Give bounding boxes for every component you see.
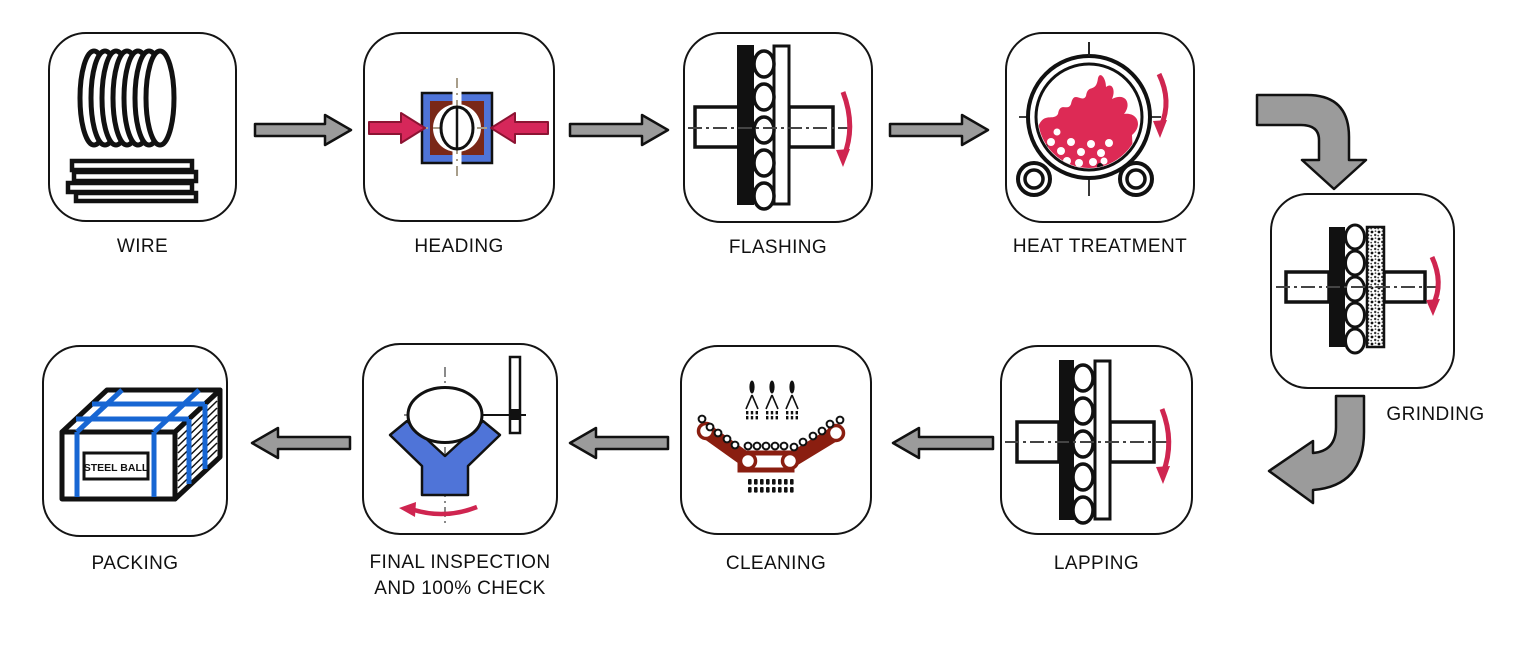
step-grinding-label: GRINDING: [1386, 404, 1485, 425]
step-heading-box: [363, 32, 555, 222]
spray-nozzles-icon: [745, 380, 799, 420]
crate-label-text: STEEL BALL: [84, 462, 149, 474]
step-grinding-box: [1270, 193, 1455, 389]
arrow-cleaning-to-inspection-icon: [568, 426, 670, 460]
step-cleaning-box: [680, 345, 872, 535]
step-lapping-label: LAPPING: [1053, 553, 1140, 574]
heading-die-icon: [368, 78, 549, 180]
arrow-heat-to-grinding-icon: [1255, 93, 1368, 191]
step-final-inspection-label: FINAL INSPECTION AND 100% CHECK: [342, 550, 578, 602]
step-cleaning-label: CLEANING: [725, 553, 827, 574]
lapping-machine-icon: [1005, 359, 1172, 525]
step-final-inspection-box: [362, 343, 558, 535]
grinding-machine-icon: [1276, 223, 1441, 355]
arrow-flashing-to-heat-icon: [888, 113, 990, 147]
heat-treatment-drum-icon: [1016, 42, 1169, 197]
arrow-heading-to-flashing-icon: [568, 113, 670, 147]
inspection-gauge-icon: [388, 355, 526, 525]
packing-crate-icon: STEEL BALL: [59, 387, 223, 502]
arrow-grinding-to-lapping-icon: [1267, 394, 1366, 505]
step-wire-box: [48, 32, 237, 222]
press-arrow-right-icon: [490, 112, 549, 144]
final-inspection-label-line1: FINAL INSPECTION: [369, 552, 551, 573]
step-packing-box: STEEL BALL: [42, 345, 228, 537]
step-heading-label: HEADING: [414, 236, 504, 257]
step-heat-treatment-box: [1005, 32, 1195, 223]
press-arrow-left-icon: [368, 112, 426, 144]
step-lapping-box: [1000, 345, 1193, 535]
packing-straps: [74, 388, 208, 497]
arrow-inspection-to-packing-icon: [250, 426, 352, 460]
final-inspection-label-line2: AND 100% CHECK: [374, 578, 546, 599]
step-packing-label: PACKING: [91, 553, 179, 574]
step-flashing-box: [683, 32, 873, 223]
flashing-machine-icon: [688, 44, 853, 211]
arrow-wire-to-heading-icon: [253, 113, 353, 147]
wire-coil-icon: [65, 48, 199, 204]
step-flashing-label: FLASHING: [728, 237, 828, 258]
step-heat-treatment-label: HEAT TREATMENT: [1012, 236, 1188, 257]
step-wire-label: WIRE: [116, 236, 169, 257]
arrow-lapping-to-cleaning-icon: [891, 426, 995, 460]
cleaning-conveyor-icon: [696, 380, 846, 493]
